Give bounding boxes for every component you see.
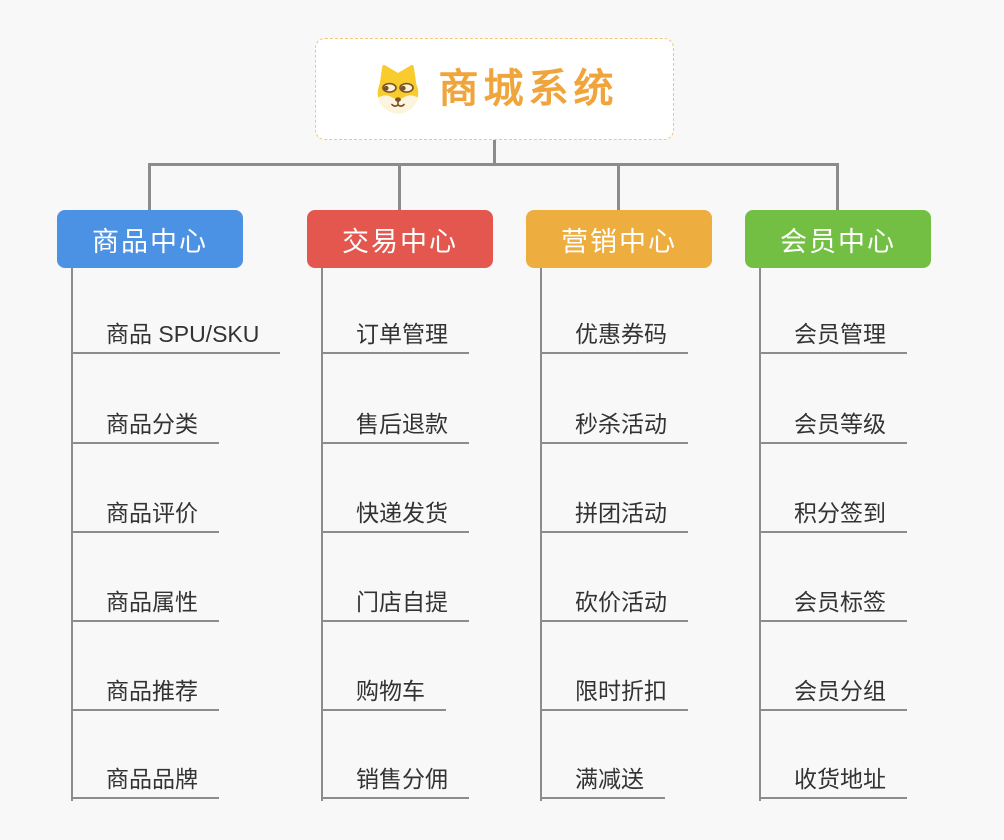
root-node[interactable]: 商城系统	[315, 38, 674, 140]
branch-trunk-line	[321, 268, 323, 801]
leaf-topic[interactable]: 商品推荐	[72, 666, 219, 711]
leaf-topic[interactable]: 会员管理	[760, 309, 907, 354]
branch-trunk-line	[759, 268, 761, 801]
leaf-topic[interactable]: 商品评价	[72, 488, 219, 533]
leaf-topic[interactable]: 限时折扣	[541, 666, 688, 711]
branch-member-center[interactable]: 会员中心	[745, 210, 931, 268]
leaf-topic[interactable]: 会员标签	[760, 577, 907, 622]
leaf-topic[interactable]: 秒杀活动	[541, 399, 688, 444]
shiba-dog-icon	[371, 63, 425, 115]
leaf-topic[interactable]: 商品 SPU/SKU	[72, 309, 281, 354]
branch-trade-center[interactable]: 交易中心	[307, 210, 493, 268]
leaf-topic[interactable]: 积分签到	[760, 488, 907, 533]
leaf-topic[interactable]: 收货地址	[760, 754, 907, 799]
leaf-topic[interactable]: 购物车	[322, 666, 446, 711]
leaf-topic[interactable]: 会员分组	[760, 666, 907, 711]
leaf-topic[interactable]: 快递发货	[322, 488, 469, 533]
leaf-topic[interactable]: 售后退款	[322, 399, 469, 444]
leaf-topic[interactable]: 拼团活动	[541, 488, 688, 533]
root-title: 商城系统	[438, 67, 619, 111]
leaf-topic[interactable]: 商品分类	[72, 399, 219, 444]
leaf-topic[interactable]: 商品品牌	[72, 754, 219, 799]
connector-drop	[398, 163, 401, 210]
branch-marketing-center[interactable]: 营销中心	[526, 210, 712, 268]
leaf-topic[interactable]: 门店自提	[322, 577, 469, 622]
leaf-topic[interactable]: 订单管理	[322, 309, 469, 354]
connector-drop	[617, 163, 620, 210]
leaf-topic[interactable]: 销售分佣	[322, 754, 469, 799]
leaf-topic[interactable]: 满减送	[541, 754, 665, 799]
connector-horizontal-bar	[148, 163, 839, 166]
branch-trunk-line	[540, 268, 542, 801]
connector-drop	[836, 163, 839, 210]
leaf-topic[interactable]: 会员等级	[760, 399, 907, 444]
leaf-topic[interactable]: 优惠券码	[541, 309, 688, 354]
leaf-topic[interactable]: 砍价活动	[541, 577, 688, 622]
leaf-topic[interactable]: 商品属性	[72, 577, 219, 622]
branch-product-center[interactable]: 商品中心	[57, 210, 243, 268]
connector-drop	[148, 163, 151, 210]
branch-trunk-line	[71, 268, 73, 801]
connector-root-stub	[493, 140, 496, 164]
